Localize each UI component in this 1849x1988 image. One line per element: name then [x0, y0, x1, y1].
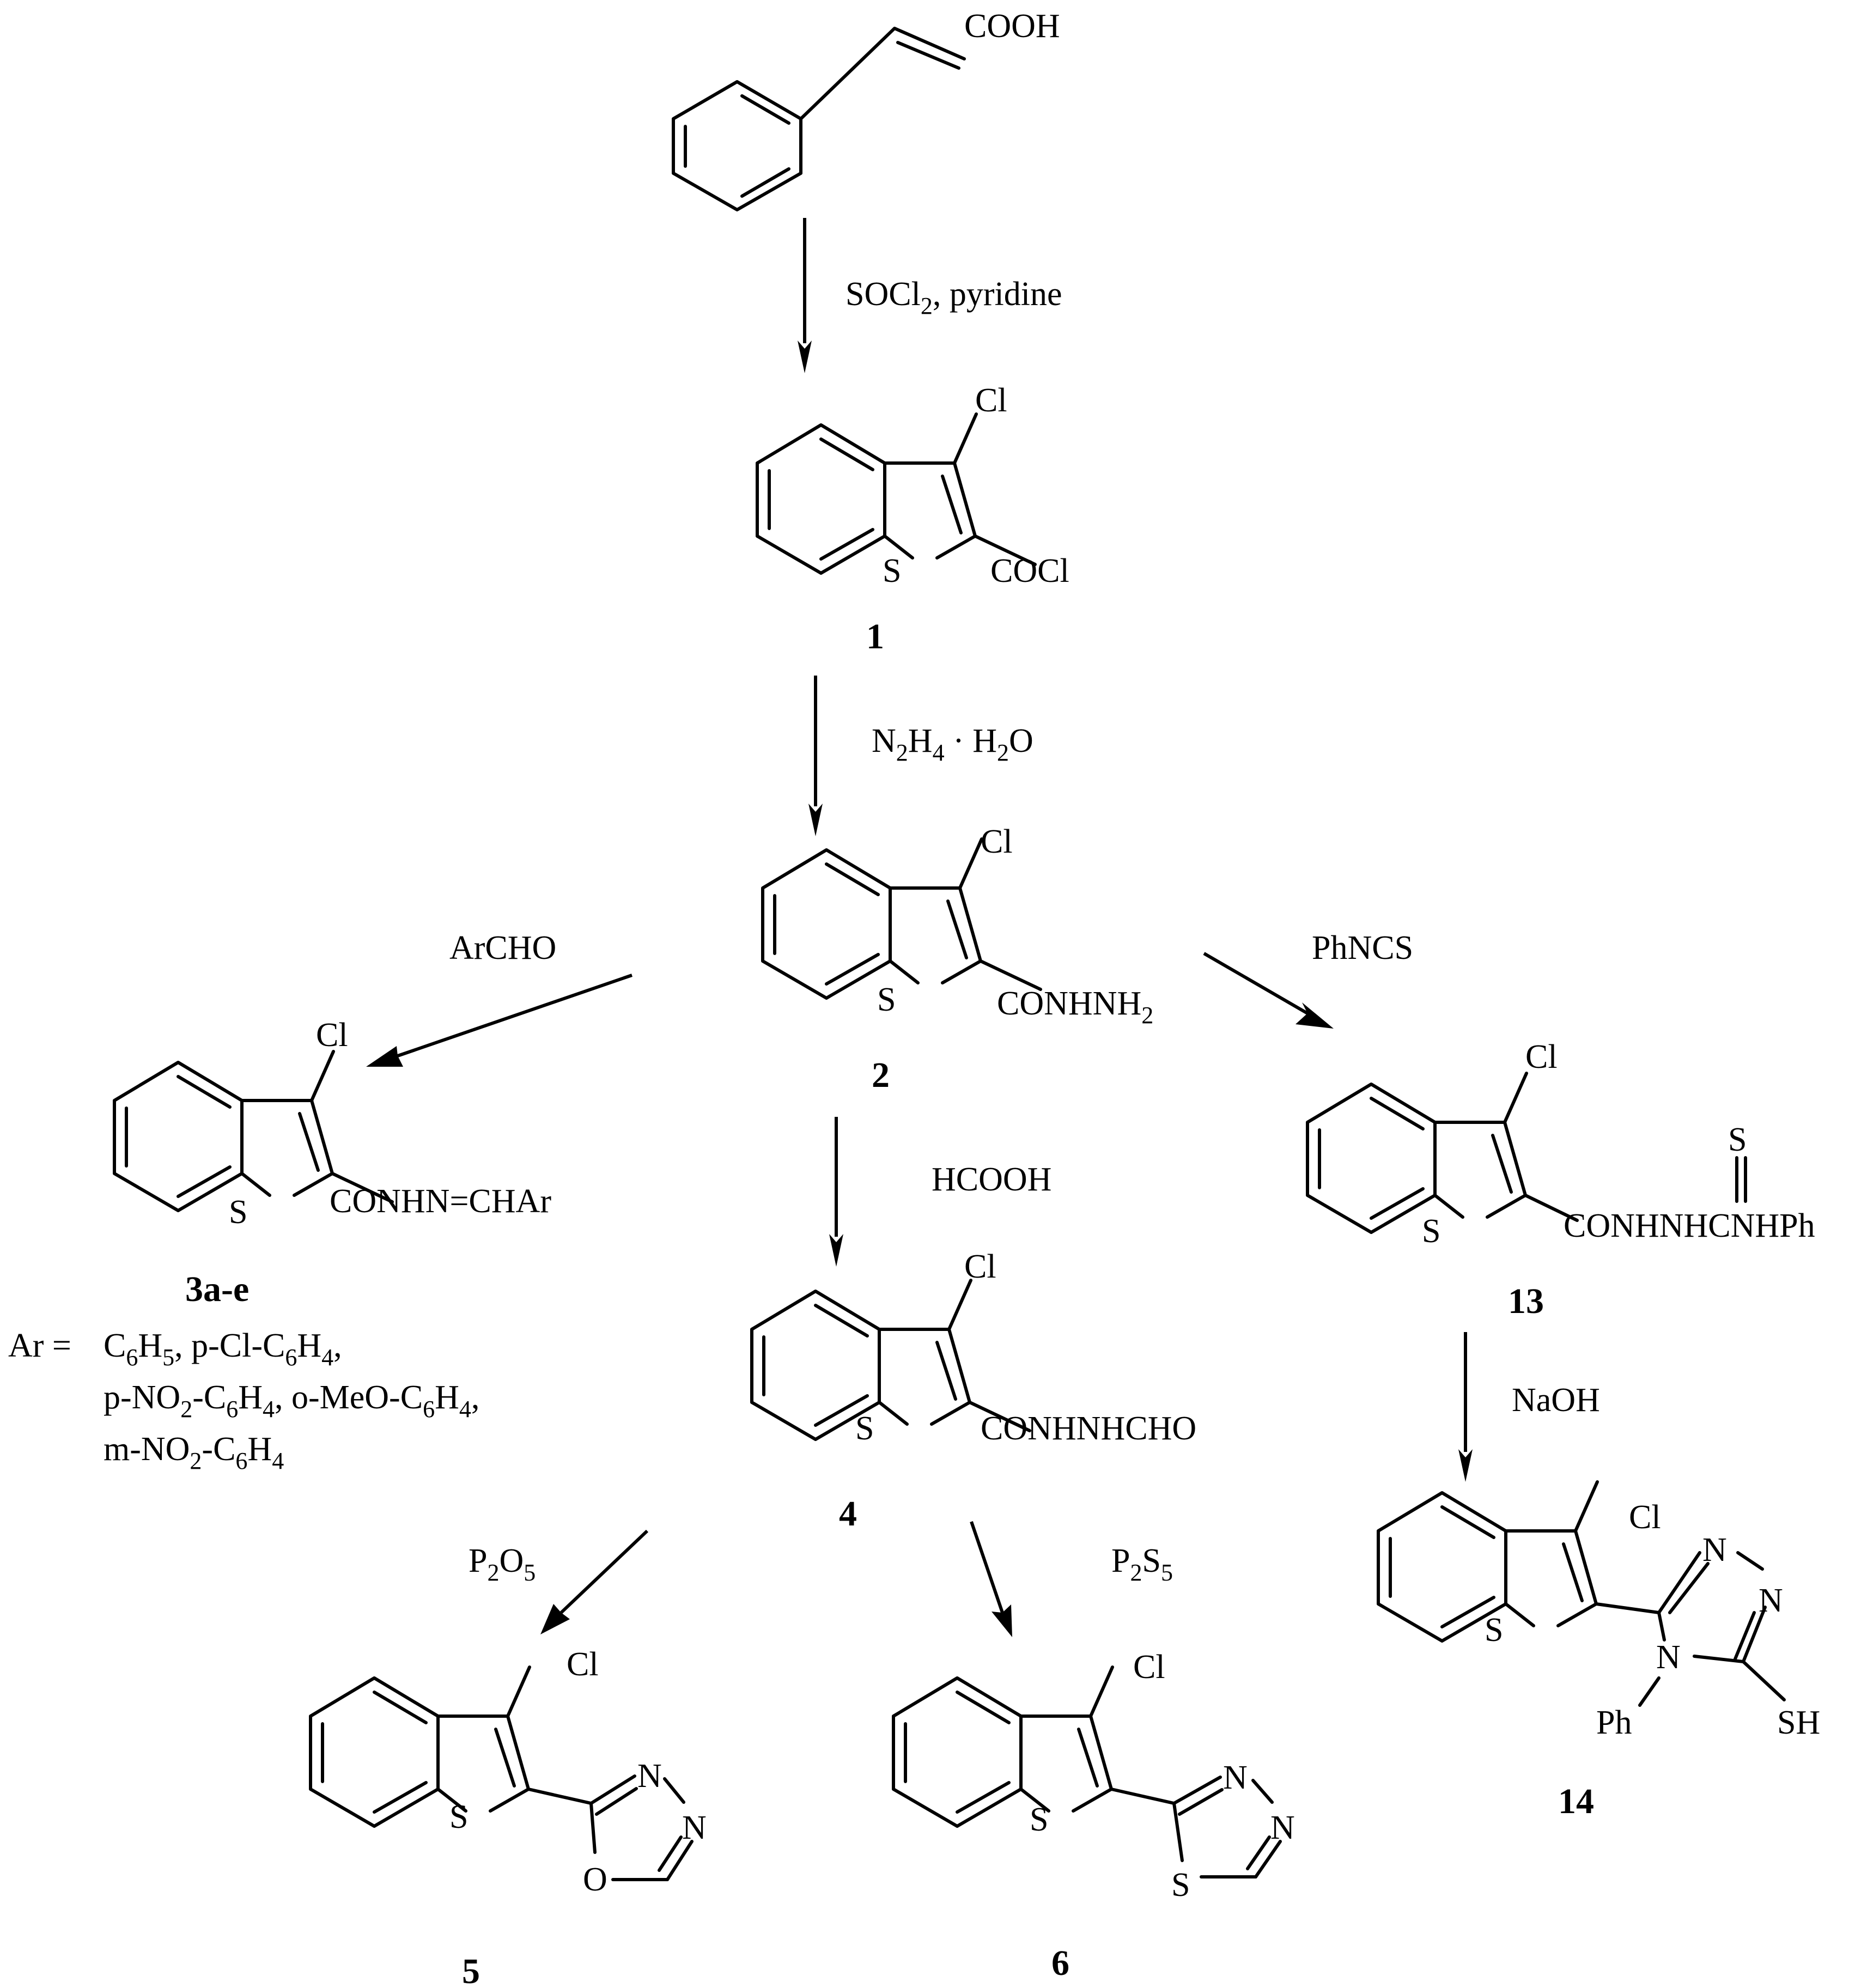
c13-s-label: S [1422, 1213, 1440, 1250]
c3-cl-label: Cl [316, 1017, 348, 1054]
ar-line-1: C6H5, p-Cl-C6H4, [104, 1327, 342, 1371]
c6-cl-label: Cl [1133, 1649, 1165, 1686]
compound-6: N N S S Cl 6 [892, 1649, 1295, 1983]
compound-3a-e-label: 3a-e [185, 1269, 249, 1309]
compound-6-label: 6 [1051, 1943, 1069, 1983]
compound-13: S S Cl CONHNHCNHPh 13 [1306, 1038, 1815, 1321]
reagent-p2o5: P2O5 [469, 1542, 536, 1586]
acid-group-label: COOH [964, 8, 1060, 45]
ar-line-2: p-NO2-C6H4, o-MeO-C6H4, [104, 1379, 479, 1422]
c13-thio-s-label: S [1728, 1121, 1747, 1158]
arrow-step-1: SOCl2, pyridine [798, 218, 1062, 373]
ar-prefix: Ar = [8, 1327, 71, 1364]
c2-group-label: CONHNH2 [997, 985, 1153, 1029]
compound-1: S Cl COCl 1 [756, 382, 1069, 656]
compound-3a-e: S Cl CONHN=CHAr 3a-e [113, 1017, 551, 1309]
arrow-step-hcooh: HCOOH [829, 1117, 1051, 1267]
c14-sh-label: SH [1777, 1704, 1820, 1741]
c14-s-label: S [1485, 1612, 1503, 1649]
c5-o-label: O [583, 1861, 607, 1898]
c5-s-label: S [449, 1798, 468, 1835]
arrow-step-p2o5: P2O5 [469, 1529, 649, 1634]
c14-n4-label: N [1656, 1639, 1681, 1676]
c6-n2-label: N [1270, 1809, 1295, 1846]
reagent-phncs: PhNCS [1312, 929, 1413, 966]
compound-2-label: 2 [872, 1055, 890, 1095]
cinnamic-acid: COOH [672, 8, 1060, 211]
arrow-step-archo: ArCHO [366, 929, 632, 1067]
c13-cl-label: Cl [1525, 1038, 1558, 1075]
arrow-step-phncs: PhNCS [1203, 929, 1413, 1029]
compound-5-label: 5 [462, 1951, 480, 1988]
c14-n1-label: N [1702, 1531, 1727, 1568]
arrow-step-naoh: NaOH [1458, 1332, 1600, 1482]
c4-s-label: S [855, 1410, 874, 1447]
c5-n1-label: N [637, 1758, 662, 1795]
c4-group-label: CONHNHCHO [981, 1410, 1196, 1447]
compound-1-label: 1 [866, 617, 884, 656]
c5-n2-label: N [682, 1809, 707, 1846]
compound-14: N N N Ph SH S Cl 14 [1377, 1480, 1820, 1821]
ar-line-3: m-NO2-C6H4 [104, 1431, 284, 1474]
c3-s-label: S [229, 1194, 247, 1231]
c1-group-label: COCl [990, 552, 1069, 589]
reagent-p2s5: P2S5 [1111, 1542, 1173, 1586]
c13-group-label: CONHNHCNHPh [1564, 1207, 1815, 1244]
reagent-hydrazine: N2H4 · H2O [872, 722, 1033, 766]
reagent-naoh: NaOH [1512, 1382, 1600, 1419]
c14-ph-label: Ph [1596, 1704, 1632, 1741]
compound-4: S Cl CONHNHCHO 4 [750, 1248, 1196, 1534]
c6-n1-label: N [1223, 1759, 1248, 1796]
c3-group-label: CONHN=CHAr [330, 1183, 551, 1220]
reagent-socl2: SOCl2, pyridine [846, 276, 1062, 319]
c1-cl-label: Cl [975, 382, 1007, 419]
compound-2: S Cl CONHNH2 2 [761, 823, 1153, 1095]
c2-s-label: S [877, 981, 896, 1018]
c6-s2-label: S [1171, 1867, 1190, 1904]
ar-definition: Ar = C6H5, p-Cl-C6H4, p-NO2-C6H4, o-MeO-… [8, 1327, 479, 1474]
c5-cl-label: Cl [567, 1646, 599, 1683]
c2-cl-label: Cl [981, 823, 1013, 860]
compound-14-label: 14 [1558, 1782, 1594, 1821]
compound-4-label: 4 [839, 1494, 857, 1534]
c6-s-label: S [1030, 1801, 1048, 1838]
c14-cl-label: Cl [1629, 1499, 1661, 1536]
c14-n2-label: N [1759, 1582, 1783, 1619]
arrow-step-2: N2H4 · H2O [808, 676, 1033, 836]
reagent-archo: ArCHO [449, 929, 556, 966]
c4-cl-label: Cl [964, 1248, 996, 1285]
arrow-step-p2s5: P2S5 [970, 1521, 1173, 1637]
compound-13-label: 13 [1508, 1281, 1544, 1321]
reagent-hcooh: HCOOH [932, 1161, 1051, 1198]
compound-5: N N O S Cl 5 [309, 1646, 707, 1988]
c1-s-label: S [883, 552, 901, 589]
